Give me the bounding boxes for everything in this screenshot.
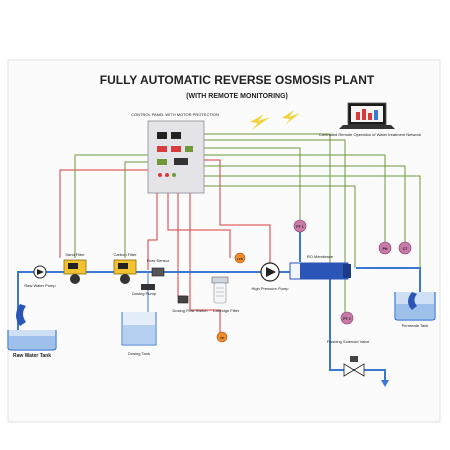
flow-sensor-label: Flow Sensor	[147, 258, 170, 263]
panel-button-2	[165, 173, 169, 177]
dosing-tank-label: Dosing Tank	[128, 351, 150, 356]
raw-water-tank-label: Raw Water Tank	[13, 353, 51, 359]
dosing-tank	[121, 312, 157, 346]
lightning-icon	[282, 110, 300, 125]
dosing-pump-label: Dosing Pump	[132, 291, 157, 296]
ph-sensor-icon	[378, 241, 392, 255]
dosing-flow-switch-label: Dosing Flow Switch	[173, 308, 208, 313]
float-switch-icon	[16, 304, 26, 326]
wire-red-tp	[189, 192, 221, 335]
diagram-subtitle: (WITH REMOTE MONITORING)	[186, 93, 288, 100]
tp-sensor-icon	[216, 331, 228, 343]
panel-indicator-2	[171, 146, 181, 152]
raw-water-pump-arrow-icon	[37, 269, 44, 275]
wire-green-sand	[74, 154, 150, 258]
lightning-icon	[250, 114, 270, 130]
float-switch-icon	[408, 292, 417, 310]
raw-water-tank	[7, 304, 57, 351]
pipe-permeate	[356, 267, 421, 292]
wire-green-carbon	[124, 161, 150, 258]
wire-green-ph	[200, 154, 386, 245]
pt2-label: PT 2	[343, 317, 350, 321]
control-panel-label: CONTROL PANEL WITH MOTOR PROTECTION	[131, 112, 219, 117]
wire-red-dosing	[147, 192, 158, 270]
wire-green-pt2	[200, 139, 346, 318]
dosing-pump	[141, 284, 155, 290]
permeate-tank-label: Permeate Tank	[402, 323, 429, 328]
wire-green-pt1	[200, 147, 301, 222]
pt2-gauge-icon	[340, 311, 354, 325]
cartridge-filter-label: Cartridge Filter	[213, 308, 240, 313]
panel-indicator-1	[157, 146, 167, 152]
carbon-filter-label: Carbon Filter	[113, 252, 137, 257]
control-panel-box	[147, 120, 205, 194]
panel-display-3	[174, 158, 188, 165]
panel-indicator-4	[157, 159, 167, 165]
wire-green-outlet	[200, 185, 356, 268]
high-pressure-pump-arrow-icon	[266, 267, 276, 277]
ct-label: CT	[403, 247, 409, 251]
pt1-gauge-icon	[293, 219, 307, 233]
raw-water-pump-label: Raw Water Pump	[24, 283, 56, 288]
dosing-flow-switch-icon	[177, 295, 189, 304]
flow-sensor-icon	[151, 267, 165, 277]
panel-display-2	[171, 132, 181, 139]
flushing-valve-label: Flushing Solenoid Valve	[327, 339, 370, 344]
tp-label: TP	[220, 336, 224, 340]
panel-button-1	[158, 173, 162, 177]
wire-green-permeate	[200, 175, 421, 290]
control-wires	[59, 133, 421, 340]
high-pressure-pump-label: High Pressure Pump	[252, 286, 290, 291]
wire-green-ct	[200, 165, 406, 245]
permeate-tank	[394, 292, 436, 321]
lps-label: LPS	[237, 257, 243, 261]
pt1-label: PT 1	[296, 225, 303, 229]
diagram-title: FULLY AUTOMATIC REVERSE OSMOSIS PLANT	[100, 73, 375, 87]
wire-red-hp-pump	[200, 159, 271, 265]
panel-display-1	[157, 132, 167, 139]
remote-operation-label: Controlled Remote Operation of Water tre…	[319, 132, 421, 137]
ct-sensor-icon	[398, 241, 412, 255]
panel-indicator-3	[185, 146, 193, 152]
ph-label: PH	[383, 247, 388, 251]
wire-red-pump	[59, 169, 150, 258]
sand-filter-label: Sand Filter	[65, 252, 85, 257]
carbon-filter	[113, 259, 137, 284]
laptop-icon	[339, 102, 395, 129]
panel-button-3	[172, 173, 176, 177]
ro-membrane-label: RO Membrane	[307, 254, 334, 259]
control-panel: CONTROL PANEL WITH MOTOR PROTECTION	[131, 112, 219, 194]
lps-sensor-icon	[234, 252, 246, 264]
ro-membrane	[289, 262, 351, 280]
wire-red-lps	[167, 192, 231, 258]
flushing-solenoid-valve	[343, 356, 365, 377]
drain-arrow-icon	[381, 380, 389, 387]
cartridge-filter	[211, 276, 229, 304]
sand-filter	[63, 259, 87, 284]
